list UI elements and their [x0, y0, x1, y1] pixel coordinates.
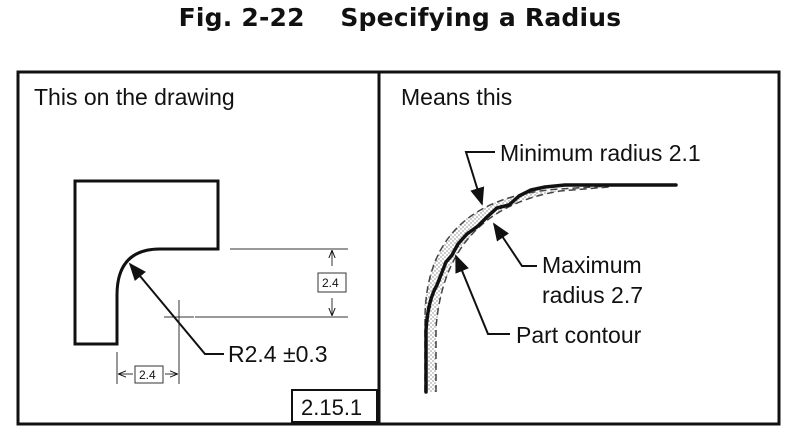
dim-vertical-value: 2.4: [322, 276, 339, 290]
figure-title: Fig. 2-22 Specifying a Radius: [178, 3, 622, 32]
left-panel-heading: This on the drawing: [34, 84, 235, 110]
label-minimum-radius: Minimum radius 2.1: [500, 140, 701, 166]
dim-vertical-box: [317, 272, 347, 293]
label-part-contour: Part contour: [516, 322, 642, 348]
part-outline: [73, 179, 220, 346]
label-maximum-radius-line2: radius 2.7: [542, 282, 643, 308]
dim-horizontal-box: [134, 365, 164, 384]
label-maximum-radius-line1: Maximum: [542, 252, 642, 278]
radius-leader: [128, 262, 224, 355]
part-contour: [424, 183, 678, 394]
max-radius-arc: [435, 186, 610, 392]
outer-frame: [16, 70, 781, 426]
radius-callout: R2.4 ±0.3: [228, 341, 328, 367]
min-radius-leader: [464, 151, 495, 206]
min-radius-arc: [424, 185, 610, 392]
dim-horizontal-value: 2.4: [139, 368, 156, 382]
right-panel-heading: Means this: [401, 84, 512, 110]
ref-code-box: [291, 389, 378, 423]
max-radius-leader: [493, 222, 537, 267]
part-contour-leader: [455, 254, 510, 335]
ref-code: 2.15.1: [301, 395, 362, 420]
